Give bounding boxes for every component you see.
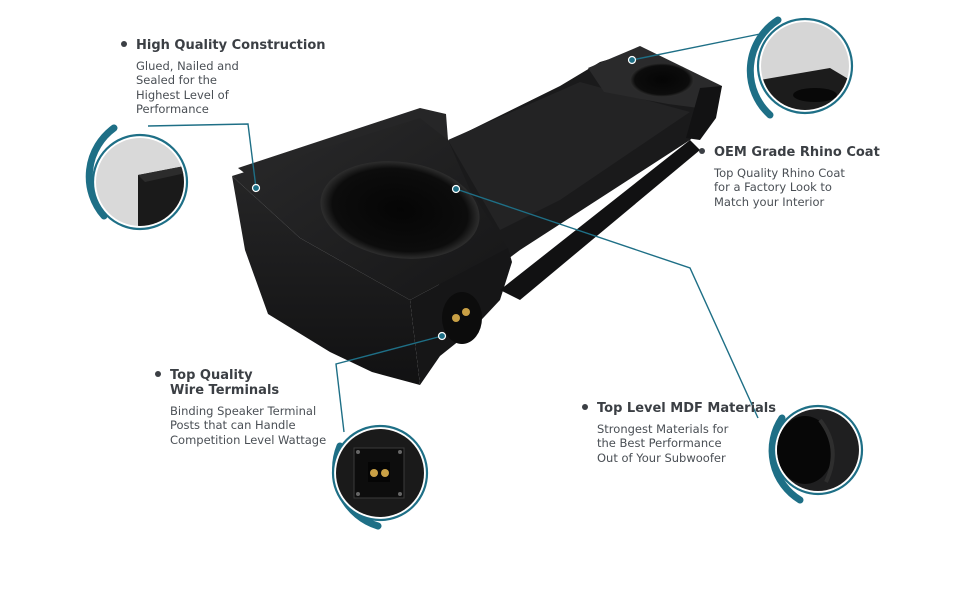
callout-dots: [251, 55, 637, 341]
box-main-hole: [320, 161, 480, 259]
feature-terminals: Top Quality Wire Terminals Binding Speak…: [155, 368, 350, 447]
feature-title: OEM Grade Rhino Coat: [714, 145, 880, 160]
callout-line-rhino: [631, 33, 761, 61]
callout-dot-terminals: [437, 331, 447, 341]
box-right-hole: [630, 63, 694, 97]
callout-line-mdf: [455, 188, 759, 419]
terminal-detail-icon: [331, 424, 429, 530]
corner-detail-icon: [85, 124, 189, 231]
callout-lines: [147, 33, 761, 433]
feature-description: Binding Speaker Terminal Posts that can …: [170, 404, 327, 447]
coating-detail-icon: [746, 16, 854, 119]
box-lower-rail: [500, 140, 700, 300]
box-front-face: [232, 176, 420, 385]
feature-title: Top Level MDF Materials: [597, 401, 776, 416]
feature-title: High Quality Construction: [136, 38, 326, 53]
bullet-dot: [155, 371, 161, 377]
feature-rhino: OEM Grade Rhino Coat Top Quality Rhino C…: [699, 145, 914, 209]
callout-dot-mdf: [451, 184, 461, 194]
feature-description: Glued, Nailed and Sealed for the Highest…: [136, 59, 239, 117]
box-right-end: [686, 86, 722, 140]
bullet-dot: [699, 148, 705, 154]
bullet-dot: [582, 404, 588, 410]
feature-description: Top Quality Rhino Coat for a Factory Loo…: [714, 166, 845, 209]
mdf-detail-icon: [768, 404, 864, 504]
box-tray-floor: [448, 82, 690, 230]
callout-dot-construction: [251, 183, 261, 193]
feature-mdf: Top Level MDF Materials Strongest Materi…: [582, 401, 777, 465]
callout-dot-rhino: [627, 55, 637, 65]
bullet-dot: [121, 41, 127, 47]
callout-line-construction: [147, 123, 257, 189]
box-terminal-plate: [442, 292, 482, 344]
callout-line-terminals: [335, 335, 443, 433]
feature-construction: High Quality Construction Glued, Nailed …: [121, 38, 336, 117]
feature-description: Strongest Materials for the Best Perform…: [597, 422, 729, 465]
feature-title-line2: Wire Terminals: [170, 383, 280, 398]
subwoofer-box: [232, 46, 722, 385]
feature-title-line1: Top Quality: [170, 368, 253, 383]
